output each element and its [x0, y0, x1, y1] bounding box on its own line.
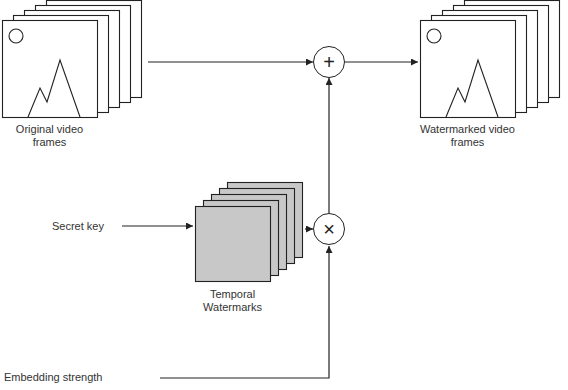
flow-arrow	[148, 61, 313, 62]
frame	[421, 21, 516, 118]
key-label: Secret key	[52, 220, 104, 233]
video-frame-stack: Original video frames	[0, 0, 148, 152]
flow-arrow	[328, 78, 329, 213]
watermark-stack: Temporal Watermarks	[193, 176, 305, 318]
video-frame-stack: Watermarked video frames	[418, 0, 566, 152]
adder-symbol: +	[313, 46, 345, 78]
multiplier-symbol: ×	[313, 213, 345, 245]
frame	[3, 21, 98, 118]
operator-sign: +	[323, 52, 335, 72]
operator-sign: ×	[323, 219, 335, 239]
stack-caption: Original video frames	[0, 123, 99, 149]
mountain-icon	[28, 60, 80, 117]
sun-icon	[9, 29, 23, 43]
strength-label: Embedding strength	[4, 371, 102, 384]
flow-arrow	[345, 61, 418, 62]
key-arrow	[122, 225, 193, 226]
sun-icon	[427, 29, 441, 43]
flow-arrow	[305, 228, 313, 229]
mountain-icon	[446, 60, 498, 117]
stack-caption: Watermarked video frames	[418, 123, 517, 149]
stack-caption: Temporal Watermarks	[193, 288, 272, 314]
frame	[196, 207, 271, 282]
